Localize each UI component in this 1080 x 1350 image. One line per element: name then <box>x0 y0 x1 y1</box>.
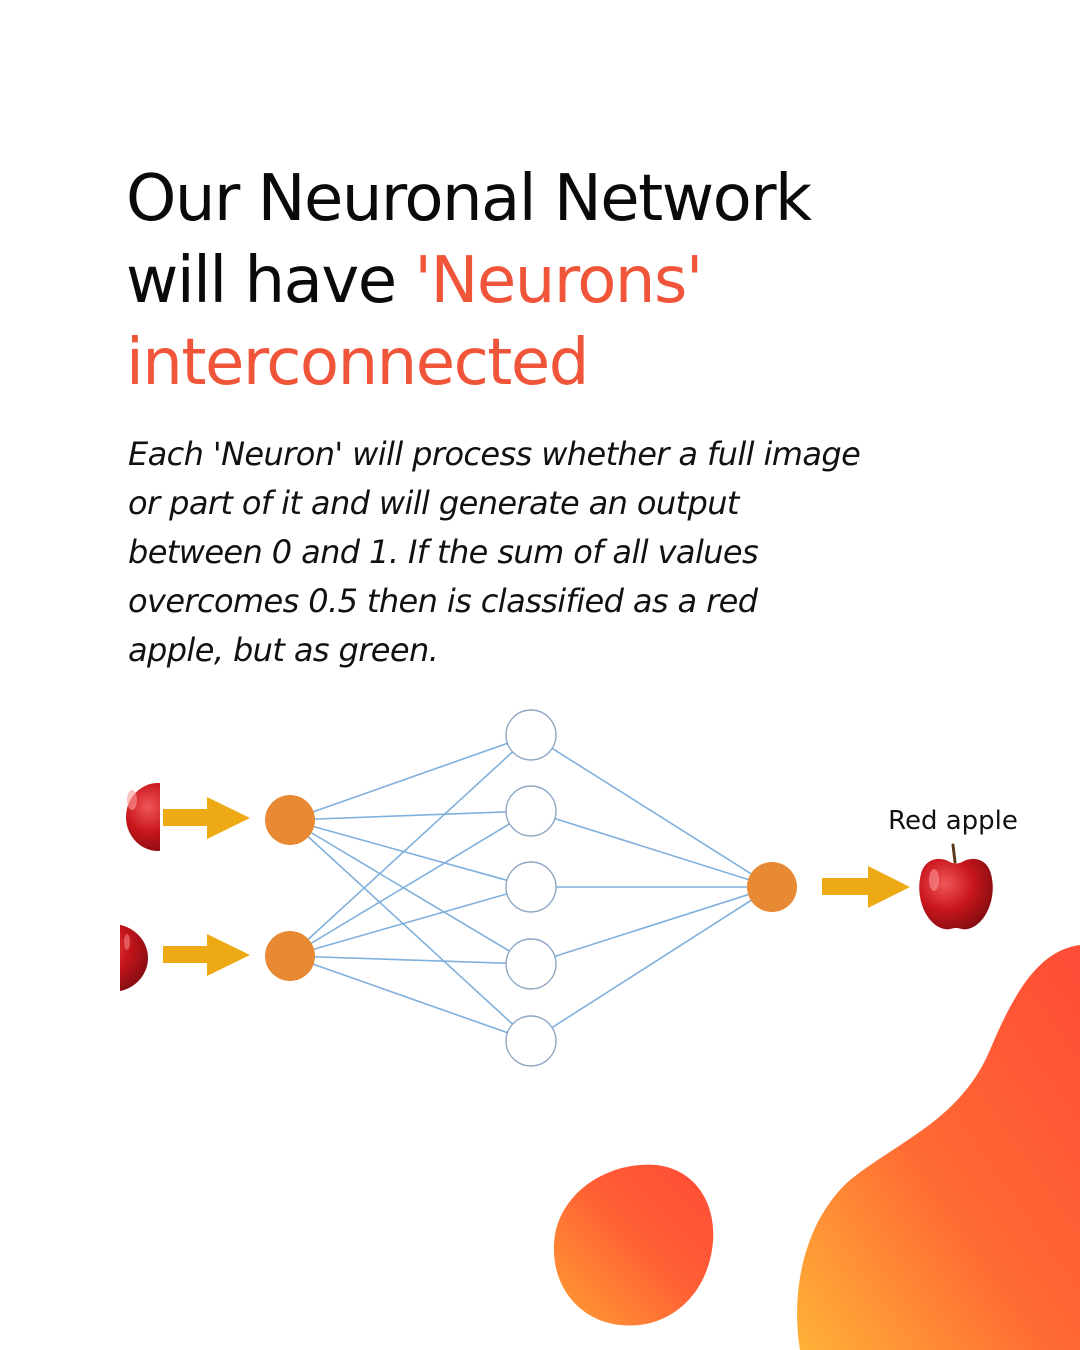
hidden-node <box>505 785 557 837</box>
connection-line <box>530 810 773 888</box>
description-line: overcomes 0.5 then is classified as a re… <box>128 582 758 620</box>
description-line: Each 'Neuron' will process whether a ful… <box>128 435 861 473</box>
connection-line <box>289 955 532 1042</box>
input-node <box>265 931 315 981</box>
connection-line <box>289 810 532 821</box>
output-arrow <box>822 866 910 908</box>
connection-line <box>289 955 532 965</box>
input-node <box>265 795 315 845</box>
connection-line <box>289 734 532 821</box>
connection-line <box>530 886 773 1042</box>
connection-line <box>530 734 773 888</box>
input-arrow-2 <box>163 934 250 976</box>
connection-line <box>289 810 532 957</box>
description-line: apple, but as green. <box>128 631 439 669</box>
output-label: Red apple <box>888 806 1018 836</box>
red-apple-icon <box>919 843 993 930</box>
connection-line <box>289 734 532 957</box>
description-line: between 0 and 1. If the sum of all value… <box>128 533 759 571</box>
connection-line <box>289 819 532 888</box>
page-title: Our Neuronal Network will have 'Neurons'… <box>126 158 1026 404</box>
description-paragraph: Each 'Neuron' will process whether a ful… <box>128 430 978 675</box>
title-line-1: Our Neuronal Network <box>126 162 812 236</box>
input-apple-slice-2 <box>120 924 148 992</box>
connection-line <box>530 886 773 965</box>
input-apple-slice-1 <box>126 783 160 851</box>
hidden-node <box>505 709 557 761</box>
description-line: or part of it and will generate an outpu… <box>128 484 739 522</box>
connection-line <box>289 886 532 957</box>
title-line-3-accent: interconnected <box>126 326 589 400</box>
hidden-node <box>505 861 557 913</box>
output-node <box>747 862 797 912</box>
connection-line <box>289 819 532 1042</box>
connections <box>289 734 773 1042</box>
hidden-layer <box>505 709 557 1067</box>
input-arrow-1 <box>163 797 250 839</box>
hidden-node <box>505 1015 557 1067</box>
large-blob <box>797 945 1080 1350</box>
small-blob <box>553 1164 714 1326</box>
title-line-2-plain: will have <box>126 244 415 318</box>
hidden-node <box>505 938 557 990</box>
title-line-2-accent: 'Neurons' <box>414 244 703 318</box>
connection-line <box>289 819 532 965</box>
